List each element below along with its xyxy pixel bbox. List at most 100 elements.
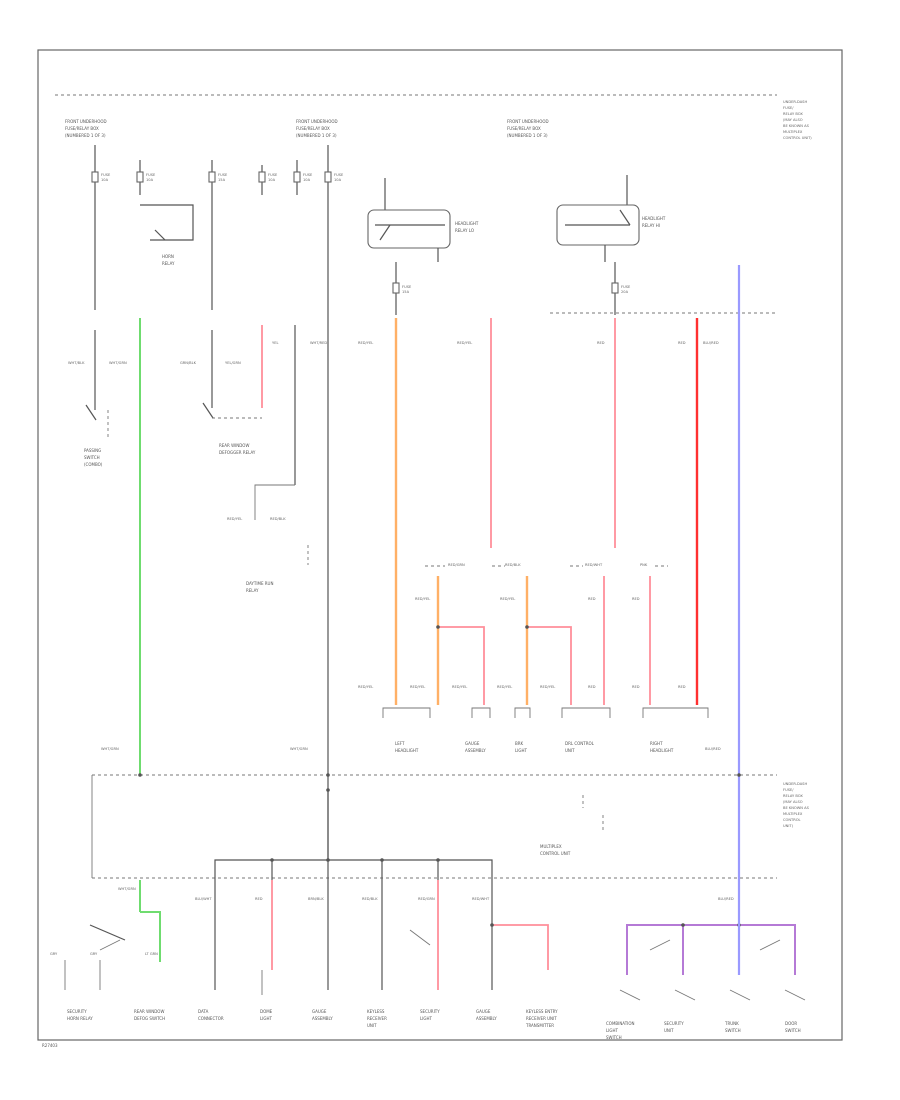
fuse-f6 — [324, 171, 332, 183]
svg-text:FUSE/RELAY BOX: FUSE/RELAY BOX — [296, 126, 330, 131]
svg-text:RED/YEL: RED/YEL — [457, 341, 472, 345]
svg-text:PNK: PNK — [640, 563, 648, 567]
side-label-top-right: UNDER-DASH FUSE/ RELAY BOX (MAY ALSO BE … — [783, 100, 812, 140]
svg-text:RED/YEL: RED/YEL — [358, 685, 373, 689]
svg-text:LIGHT: LIGHT — [420, 1016, 433, 1021]
svg-text:10A: 10A — [268, 178, 276, 182]
svg-text:RED/YEL: RED/YEL — [415, 597, 430, 601]
svg-text:RELAY BOX: RELAY BOX — [783, 794, 803, 798]
svg-text:GAUGE: GAUGE — [465, 741, 480, 746]
headlight-wiring: RED/YEL RED/YEL RED RED BLU/RED RED/GRN … — [358, 265, 741, 880]
fuse-f8 — [611, 282, 619, 294]
svg-text:RED: RED — [678, 341, 686, 345]
fuse-f7 — [392, 282, 400, 294]
svg-text:LEFT: LEFT — [395, 741, 405, 746]
svg-text:RELAY HI: RELAY HI — [642, 223, 660, 228]
svg-text:FUSE: FUSE — [303, 173, 313, 177]
svg-text:(MAY ALSO: (MAY ALSO — [783, 118, 803, 122]
svg-text:UNIT): UNIT) — [783, 824, 794, 828]
svg-text:TRANSMITTER: TRANSMITTER — [525, 1023, 554, 1028]
svg-text:RED/BLK: RED/BLK — [270, 517, 286, 521]
fuse-box-title-left: FRONT UNDERHOOD FUSE/RELAY BOX (NUMBERED… — [65, 119, 107, 138]
svg-text:RED: RED — [588, 685, 596, 689]
fuse-f1 — [91, 171, 99, 183]
svg-text:RED: RED — [597, 341, 605, 345]
svg-text:10A: 10A — [101, 178, 109, 182]
multiplex-control-unit: MULTIPLEX CONTROL UNIT — [91, 773, 777, 880]
fuse-f2 — [136, 171, 144, 183]
svg-text:20A: 20A — [621, 290, 629, 294]
fuse-f4 — [258, 171, 266, 183]
svg-text:WHT/GRN: WHT/GRN — [101, 747, 119, 751]
svg-text:LIGHT: LIGHT — [606, 1028, 619, 1033]
svg-text:BRN/BLK: BRN/BLK — [308, 897, 324, 901]
svg-text:HEADLIGHT: HEADLIGHT — [395, 748, 419, 753]
svg-text:KEYLESS ENTRY: KEYLESS ENTRY — [526, 1009, 558, 1014]
svg-text:MULTIPLEX: MULTIPLEX — [540, 844, 562, 849]
svg-text:FUSE: FUSE — [268, 173, 278, 177]
svg-text:WHT/BLK: WHT/BLK — [68, 361, 85, 365]
bottom-outputs: WHT/GRN GRY GRY LT GRN SECURITY HORN REL… — [50, 880, 806, 1040]
svg-text:HEADLIGHT: HEADLIGHT — [642, 216, 666, 221]
svg-text:FUSE: FUSE — [334, 173, 344, 177]
svg-text:LIGHT: LIGHT — [515, 748, 528, 753]
svg-text:RELAY: RELAY — [162, 261, 175, 266]
svg-text:FUSE: FUSE — [621, 285, 631, 289]
svg-text:GRY: GRY — [90, 952, 98, 956]
svg-text:RECEIVER: RECEIVER — [367, 1016, 387, 1021]
svg-text:RED: RED — [678, 685, 686, 689]
svg-text:FUSE/RELAY BOX: FUSE/RELAY BOX — [65, 126, 99, 131]
svg-text:(NUMBERED 1 OF 3): (NUMBERED 1 OF 3) — [65, 133, 106, 138]
svg-text:SWITCH: SWITCH — [725, 1028, 741, 1033]
fuse-box-title-center: FRONT UNDERHOOD FUSE/RELAY BOX (NUMBERED… — [296, 119, 338, 138]
svg-text:15A: 15A — [218, 178, 226, 182]
svg-text:GAUGE: GAUGE — [476, 1009, 491, 1014]
svg-text:FRONT UNDERHOOD: FRONT UNDERHOOD — [507, 119, 549, 124]
svg-text:UNIT: UNIT — [664, 1028, 674, 1033]
fuse-group-center-left: FUSE 15A FUSE 10A FUSE 10A GRN/BLK YEL/G… — [180, 145, 344, 860]
svg-text:FRONT UNDERHOOD: FRONT UNDERHOOD — [65, 119, 107, 124]
svg-text:BE KNOWN AS: BE KNOWN AS — [783, 124, 810, 128]
svg-text:WHT/GRN: WHT/GRN — [118, 887, 136, 891]
svg-text:UNIT: UNIT — [565, 748, 575, 753]
lamp-connectors: LEFT HEADLIGHT GAUGE ASSEMBLY BRK LIGHT … — [382, 707, 721, 753]
svg-text:RED/BLK: RED/BLK — [362, 897, 378, 901]
svg-text:(MAY ALSO: (MAY ALSO — [783, 800, 803, 804]
svg-text:BLU/WHT: BLU/WHT — [195, 897, 212, 901]
svg-text:BRK: BRK — [515, 741, 524, 746]
svg-text:CONTROL UNIT: CONTROL UNIT — [540, 851, 571, 856]
svg-text:REAR WINDOW: REAR WINDOW — [219, 443, 249, 448]
svg-text:LT GRN: LT GRN — [145, 952, 158, 956]
diagram-frame — [37, 49, 843, 1041]
svg-text:SECURITY: SECURITY — [664, 1021, 684, 1026]
headlight-relay-low: HEADLIGHT RELAY LO — [367, 178, 479, 262]
svg-text:RED/GRN: RED/GRN — [448, 563, 465, 567]
fuse-f3 — [208, 171, 216, 183]
svg-text:10A: 10A — [146, 178, 154, 182]
svg-text:BE KNOWN AS: BE KNOWN AS — [783, 806, 810, 810]
svg-text:FUSE: FUSE — [218, 173, 228, 177]
svg-text:CONTROL UNIT): CONTROL UNIT) — [783, 136, 812, 140]
svg-text:FUSE: FUSE — [101, 173, 111, 177]
svg-text:RIGHT: RIGHT — [650, 741, 663, 746]
svg-text:RED/YEL: RED/YEL — [358, 341, 373, 345]
svg-text:GRN/BLK: GRN/BLK — [180, 361, 197, 365]
svg-text:FUSE/: FUSE/ — [783, 788, 794, 792]
svg-text:YEL: YEL — [272, 341, 278, 345]
horn-relay-contact — [140, 204, 194, 241]
svg-text:GAUGE: GAUGE — [312, 1009, 327, 1014]
svg-text:CONNECTOR: CONNECTOR — [198, 1016, 224, 1021]
svg-text:SWITCH: SWITCH — [84, 455, 100, 460]
svg-text:(NUMBERED 1 OF 3): (NUMBERED 1 OF 3) — [507, 133, 548, 138]
svg-text:WHT/GRN: WHT/GRN — [109, 361, 127, 365]
svg-text:SECURITY: SECURITY — [67, 1009, 87, 1014]
svg-text:WHT/GRN: WHT/GRN — [290, 747, 308, 751]
svg-text:REAR WINDOW: REAR WINDOW — [134, 1009, 164, 1014]
svg-text:BLU/RED: BLU/RED — [705, 747, 721, 751]
side-label-bottom-right: UNDER-DASH FUSE/ RELAY BOX (MAY ALSO BE … — [783, 782, 810, 828]
svg-text:FUSE: FUSE — [146, 173, 156, 177]
svg-text:(NUMBERED 1 OF 3): (NUMBERED 1 OF 3) — [296, 133, 337, 138]
svg-text:RED: RED — [632, 685, 640, 689]
svg-text:DEFOGGER RELAY: DEFOGGER RELAY — [219, 450, 256, 455]
